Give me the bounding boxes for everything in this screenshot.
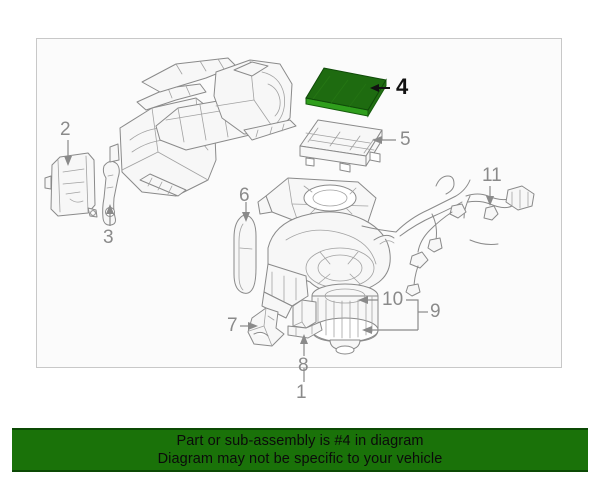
callout-label-4: 4 [396, 74, 409, 99]
callout-label-6: 6 [239, 185, 250, 206]
callout-label-7: 7 [227, 315, 238, 336]
callout-label-2: 2 [60, 119, 71, 140]
callout-label-8: 8 [298, 355, 309, 376]
diagram-border-frame [36, 38, 562, 368]
callout-label-1: 1 [296, 382, 307, 403]
callout-label-11: 11 [482, 165, 502, 186]
banner-line-2: Diagram may not be specific to your vehi… [157, 451, 443, 467]
callout-label-5: 5 [400, 129, 411, 150]
part-notice-banner: Part or sub-assembly is #4 in diagram Di… [12, 428, 588, 472]
banner-line-1: Part or sub-assembly is #4 in diagram [176, 433, 424, 449]
callout-label-9: 9 [430, 301, 441, 322]
callout-label-10: 10 [382, 289, 404, 310]
callout-label-3: 3 [103, 227, 114, 248]
